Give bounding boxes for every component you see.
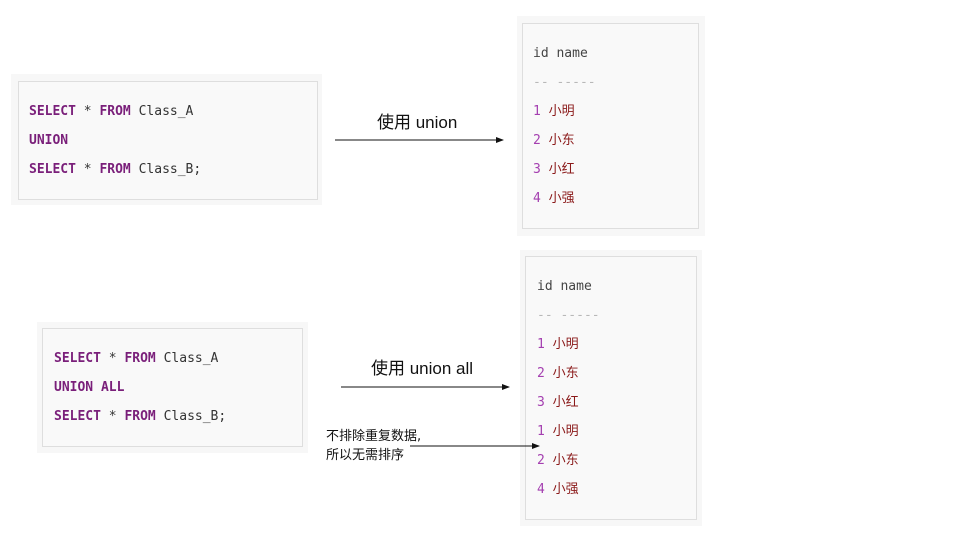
operator: *: [83, 104, 92, 119]
result-row: 3 小红: [537, 395, 579, 411]
row-name: 小东: [552, 366, 579, 381]
row-id: 3: [533, 162, 541, 177]
keyword: FROM: [124, 351, 156, 366]
row-name: 小明: [552, 337, 579, 352]
top-result-panel: id name -- ----- 1 小明 2 小东 3 小红 4 小强: [522, 23, 699, 229]
result-row: 1 小明: [537, 424, 579, 440]
result-row: 3 小红: [533, 162, 575, 178]
result-separator: -- -----: [533, 75, 596, 90]
operator: *: [108, 351, 117, 366]
result-header: id name: [533, 46, 588, 61]
top-query-line-2: UNION: [29, 133, 68, 149]
row-id: 4: [537, 482, 545, 497]
result-separator: -- -----: [537, 308, 600, 323]
result-row: 1 小明: [533, 104, 575, 120]
result-row: 2 小东: [537, 453, 579, 469]
operator: *: [83, 162, 92, 177]
keyword: FROM: [124, 409, 156, 424]
keyword: FROM: [99, 162, 131, 177]
result-header: id name: [537, 279, 592, 294]
keyword: SELECT: [29, 104, 76, 119]
bottom-result-panel: id name -- ----- 1 小明 2 小东 3 小红 1 小明 2 小…: [525, 256, 697, 520]
keyword: SELECT: [54, 351, 101, 366]
bottom-query-panel: SELECT * FROM Class_A UNION ALL SELECT *…: [42, 328, 303, 447]
bottom-query-line-1: SELECT * FROM Class_A: [54, 351, 218, 367]
row-name: 小东: [548, 133, 575, 148]
row-id: 4: [533, 191, 541, 206]
top-query-line-3: SELECT * FROM Class_B;: [29, 162, 201, 178]
result-row: 2 小东: [533, 133, 575, 149]
top-query-panel: SELECT * FROM Class_A UNION SELECT * FRO…: [18, 81, 318, 200]
row-name: 小红: [548, 162, 575, 177]
row-id: 1: [533, 104, 541, 119]
keyword: FROM: [99, 104, 131, 119]
result-row: 2 小东: [537, 366, 579, 382]
keyword: UNION: [29, 133, 69, 148]
bottom-arrow-label: 使用 union all: [371, 359, 474, 378]
bottom-note-line-2: 所以无需排序: [326, 448, 405, 463]
row-id: 3: [537, 395, 545, 410]
row-id: 2: [537, 453, 545, 468]
keyword: SELECT: [29, 162, 76, 177]
row-name: 小东: [552, 453, 579, 468]
bottom-query-line-3: SELECT * FROM Class_B;: [54, 409, 226, 425]
row-name: 小明: [548, 104, 575, 119]
table-name: Class_A: [163, 351, 219, 366]
keyword: UNION ALL: [54, 380, 125, 395]
keyword: SELECT: [54, 409, 101, 424]
result-row: 4 小强: [537, 482, 579, 498]
row-name: 小强: [548, 191, 575, 206]
row-name: 小明: [552, 424, 579, 439]
row-id: 2: [537, 366, 545, 381]
row-id: 1: [537, 337, 545, 352]
table-name: Class_B;: [163, 409, 227, 424]
table-name: Class_B;: [138, 162, 202, 177]
top-arrow-label: 使用 union: [377, 113, 458, 132]
row-name: 小红: [552, 395, 579, 410]
table-name: Class_A: [138, 104, 194, 119]
result-row: 4 小强: [533, 191, 575, 207]
row-id: 1: [537, 424, 545, 439]
bottom-query-line-2: UNION ALL: [54, 380, 124, 396]
top-query-line-1: SELECT * FROM Class_A: [29, 104, 193, 120]
result-row: 1 小明: [537, 337, 579, 353]
operator: *: [108, 409, 117, 424]
bottom-note-line-1: 不排除重复数据,: [326, 429, 422, 444]
row-id: 2: [533, 133, 541, 148]
row-name: 小强: [552, 482, 579, 497]
